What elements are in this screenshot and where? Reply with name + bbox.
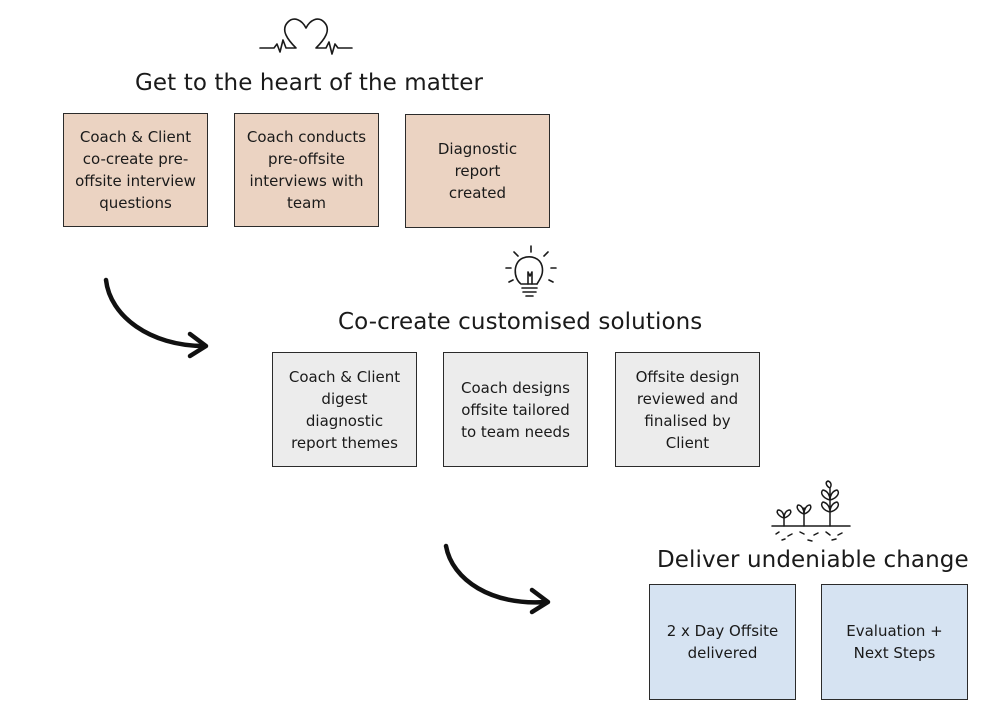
stage-2-step-2: Coach designs offsite tailored to team n… [443, 352, 588, 467]
stage-3-step-2-label: Evaluation + Next Steps [846, 622, 943, 662]
stage-1-step-2-label: Coach conducts pre-offsite interviews wi… [246, 128, 367, 212]
heartbeat-heart-icon [258, 14, 354, 62]
stage-2-step-1-label: Coach & Client digest diagnostic report … [288, 367, 401, 452]
stage-3-step-2: Evaluation + Next Steps [821, 584, 968, 700]
stage-2-heading: Co-create customised solutions [338, 309, 703, 335]
stage-1-step-3-label: Diagnostic report created [437, 140, 518, 202]
curved-arrow-icon [103, 277, 209, 359]
curved-arrow-icon [443, 543, 551, 615]
stage-1-step-2: Coach conducts pre-offsite interviews wi… [234, 113, 379, 227]
stage-3-heading: Deliver undeniable change [657, 547, 969, 573]
stage-2-step-3: Offsite design reviewed and finalised by… [615, 352, 760, 467]
stage-1-step-3: Diagnostic report created [405, 114, 550, 228]
stage-1-heading: Get to the heart of the matter [135, 70, 484, 96]
stage-1-step-1-label: Coach & Client co-create pre- offsite in… [75, 128, 196, 212]
stage-3-step-1: 2 x Day Offsite delivered [649, 584, 796, 700]
lightbulb-icon [500, 244, 562, 312]
stage-2-step-2-label: Coach designs offsite tailored to team n… [461, 378, 570, 441]
stage-3-step-1-label: 2 x Day Offsite delivered [666, 622, 779, 662]
stage-2-step-1: Coach & Client digest diagnostic report … [272, 352, 417, 467]
sprouting-plants-icon [770, 480, 852, 548]
stage-2-step-3-label: Offsite design reviewed and finalised by… [635, 367, 740, 452]
stage-1-step-1: Coach & Client co-create pre- offsite in… [63, 113, 208, 227]
